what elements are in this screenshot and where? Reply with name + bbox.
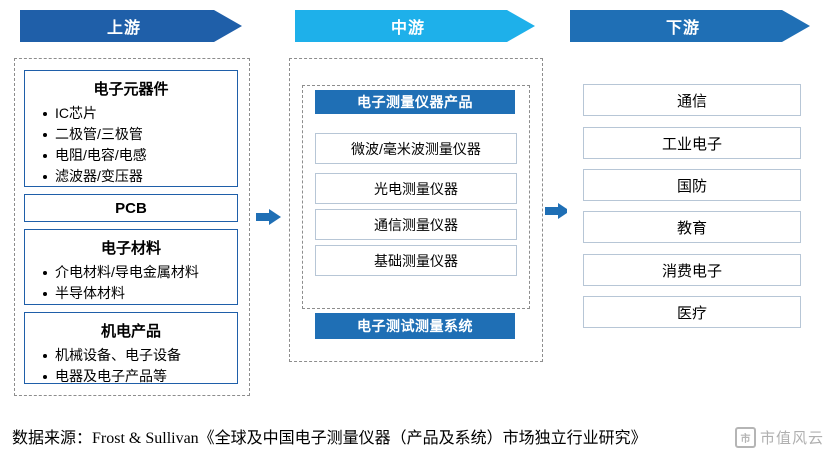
downstream-item-label: 通信 <box>676 92 707 110</box>
midstream-product-3: 基础测量仪器 <box>315 245 517 276</box>
downstream-item-label: 医疗 <box>676 304 707 322</box>
midstream-product-1: 光电测量仪器 <box>315 173 517 204</box>
card-bullet-list: 机械设备、电子设备 电器及电子产品等 <box>25 345 237 387</box>
list-item: 电器及电子产品等 <box>41 366 237 387</box>
arrow-upstream-to-midstream-icon <box>256 209 282 225</box>
midstream-product-label: 通信测量仪器 <box>374 216 458 233</box>
watermark-text: 市值风云 <box>759 430 824 447</box>
banner-downstream-label: 下游 <box>665 20 700 37</box>
list-item: 二极管/三极管 <box>41 124 237 145</box>
banner-midstream: 中游 <box>295 10 535 42</box>
card-bullet-list: 介电材料/导电金属材料 半导体材料 <box>25 262 237 304</box>
midstream-product-2: 通信测量仪器 <box>315 209 517 240</box>
downstream-item-2: 国防 <box>583 169 801 201</box>
midstream-product-label: 基础测量仪器 <box>374 252 458 269</box>
banner-upstream: 上游 <box>20 10 242 42</box>
list-item: 介电材料/导电金属材料 <box>41 262 237 283</box>
upstream-card-components: 电子元器件 IC芯片 二极管/三极管 电阻/电容/电感 滤波器/变压器 <box>24 70 238 187</box>
list-item: 电阻/电容/电感 <box>41 145 237 166</box>
downstream-item-1: 工业电子 <box>583 127 801 159</box>
downstream-item-0: 通信 <box>583 84 801 116</box>
watermark-logo-icon: 市 <box>734 427 756 448</box>
card-title: 机电产品 <box>100 323 161 340</box>
banner-midstream-label: 中游 <box>390 20 425 37</box>
list-item: 机械设备、电子设备 <box>41 345 237 366</box>
midstream-product-header-label: 电子测量仪器产品 <box>357 94 473 110</box>
midstream-product-0: 微波/毫米波测量仪器 <box>315 133 517 164</box>
card-bullet-list: IC芯片 二极管/三极管 电阻/电容/电感 滤波器/变压器 <box>25 103 237 187</box>
midstream-system-label: 电子测试测量系统 <box>357 318 473 334</box>
card-title: 电子材料 <box>100 240 161 257</box>
downstream-item-3: 教育 <box>583 211 801 243</box>
midstream-product-label: 光电测量仪器 <box>374 180 458 197</box>
downstream-item-label: 教育 <box>676 219 707 237</box>
list-item: 半导体材料 <box>41 283 237 304</box>
upstream-card-electromechanical: 机电产品 机械设备、电子设备 电器及电子产品等 <box>24 312 238 384</box>
midstream-system-header: 电子测试测量系统 <box>315 313 515 339</box>
card-title: 电子元器件 <box>93 81 169 98</box>
downstream-item-label: 工业电子 <box>661 135 722 153</box>
card-title: PCB <box>115 199 147 217</box>
source-note: 数据来源：Frost & Sullivan《全球及中国电子测量仪器（产品及系统）… <box>12 430 647 447</box>
midstream-product-header: 电子测量仪器产品 <box>315 90 515 114</box>
list-item: IC芯片 <box>41 103 237 124</box>
midstream-product-label: 微波/毫米波测量仪器 <box>351 140 481 157</box>
banner-upstream-label: 上游 <box>106 20 141 37</box>
downstream-item-label: 国防 <box>676 177 707 195</box>
watermark: 市 市值风云 <box>734 427 824 448</box>
upstream-card-materials: 电子材料 介电材料/导电金属材料 半导体材料 <box>24 229 238 305</box>
downstream-item-4: 消费电子 <box>583 254 801 286</box>
upstream-card-pcb: PCB <box>24 194 238 222</box>
downstream-item-label: 消费电子 <box>661 262 722 280</box>
downstream-item-5: 医疗 <box>583 296 801 328</box>
list-item: 滤波器/变压器 <box>41 166 237 187</box>
banner-downstream: 下游 <box>570 10 810 42</box>
